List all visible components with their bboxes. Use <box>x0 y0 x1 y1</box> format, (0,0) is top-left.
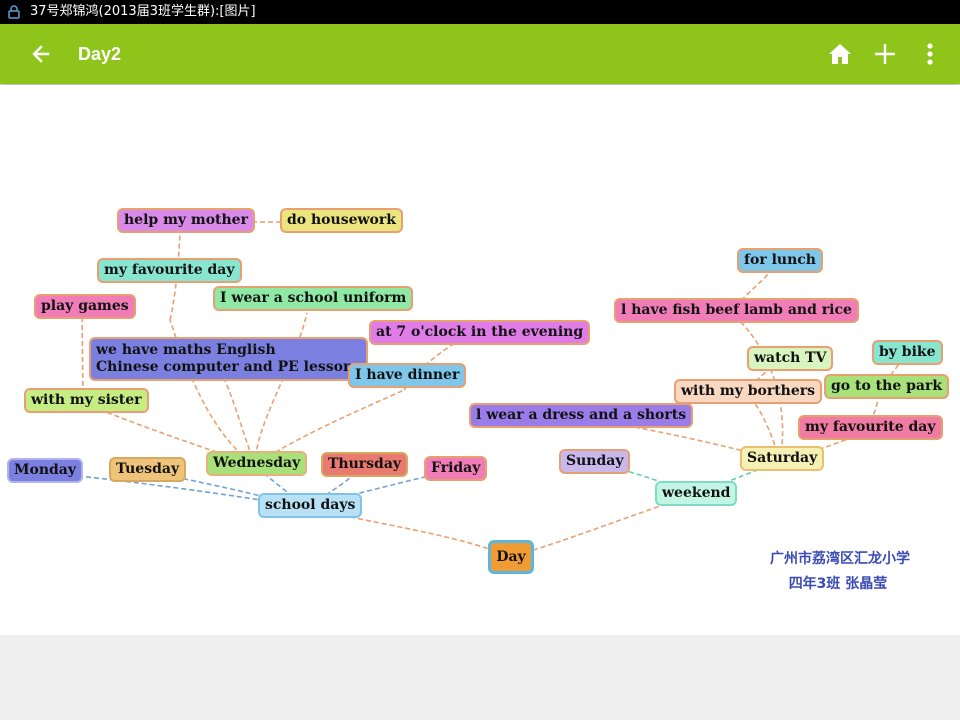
node-my-favourite-day-left[interactable]: my favourite day <box>97 258 242 283</box>
credit-author: 四年3班 张晶莹 <box>788 576 888 592</box>
add-button[interactable] <box>863 24 907 84</box>
node-thursday[interactable]: Thursday <box>321 452 409 477</box>
status-text: 37号郑锦鸿(2013届3班学生群):[图片] <box>30 4 256 19</box>
mindmap-canvas[interactable]: Day school days weekend Monday Tuesday W… <box>0 85 960 635</box>
node-we-have-maths-line1: we have maths English <box>96 342 276 358</box>
node-tuesday[interactable]: Tuesday <box>109 457 187 482</box>
lock-icon <box>8 5 20 19</box>
more-vert-icon <box>927 43 933 65</box>
node-school-uniform[interactable]: I wear a school uniform <box>213 286 414 311</box>
node-saturday[interactable]: Saturday <box>740 446 825 471</box>
node-we-have-maths-line2: Chinese computer and PE lessons <box>96 359 362 375</box>
node-wednesday[interactable]: Wednesday <box>206 451 308 476</box>
node-do-housework[interactable]: do housework <box>280 208 403 233</box>
credit-school: 广州市荔湾区汇龙小学 <box>770 551 910 567</box>
node-watch-tv[interactable]: watch TV <box>747 346 834 371</box>
status-bar: 37号郑锦鸿(2013届3班学生群):[图片] <box>0 0 960 24</box>
node-we-have-maths[interactable]: we have maths English Chinese computer a… <box>89 337 369 381</box>
node-with-my-borthers[interactable]: with my borthers <box>674 379 823 404</box>
node-dress-and-shorts[interactable]: l wear a dress and a shorts <box>469 403 694 428</box>
page-title: Day2 <box>78 44 122 64</box>
node-for-lunch[interactable]: for lunch <box>737 248 823 273</box>
node-play-games[interactable]: play games <box>34 294 136 319</box>
home-button[interactable] <box>818 24 862 84</box>
node-help-my-mother[interactable]: help my mother <box>117 208 255 233</box>
node-sunday[interactable]: Sunday <box>559 449 631 474</box>
node-school-days[interactable]: school days <box>258 493 363 518</box>
node-go-to-the-park[interactable]: go to the park <box>824 374 950 399</box>
node-with-my-sister[interactable]: with my sister <box>24 388 149 413</box>
node-my-favourite-day-right[interactable]: my favourite day <box>798 415 943 440</box>
node-fish-beef[interactable]: l have fish beef lamb and rice <box>614 298 859 323</box>
arrow-left-icon <box>32 45 50 63</box>
more-options-button[interactable] <box>908 24 952 84</box>
plus-icon <box>875 44 895 64</box>
node-by-bike[interactable]: by bike <box>872 340 943 365</box>
node-monday[interactable]: Monday <box>7 458 84 483</box>
home-icon <box>829 44 851 64</box>
node-friday[interactable]: Friday <box>424 456 488 481</box>
node-i-have-dinner[interactable]: I have dinner <box>348 363 467 388</box>
app-bar: Day2 <box>0 24 960 84</box>
node-day[interactable]: Day <box>488 540 534 574</box>
node-at-7-oclock[interactable]: at 7 o'clock in the evening <box>369 320 591 345</box>
node-weekend[interactable]: weekend <box>655 481 738 506</box>
back-button[interactable] <box>19 24 63 84</box>
